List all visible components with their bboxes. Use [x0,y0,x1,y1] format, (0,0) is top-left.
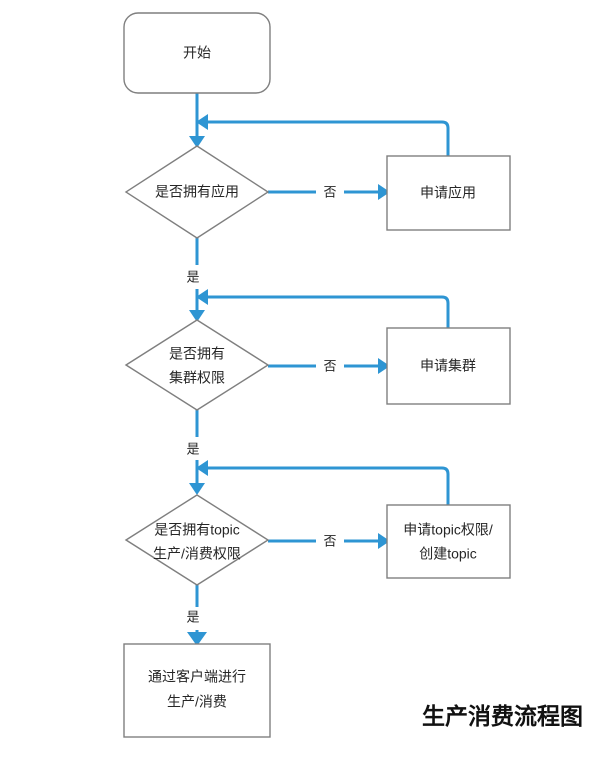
diagram-caption: 生产消费流程图 [422,703,583,729]
node-has-cluster[interactable]: 是否拥有 集群权限 [124,319,270,411]
node-apply-topic-label-line2: 创建topic [419,546,477,562]
node-start-shape[interactable] [123,12,271,94]
edge-label-no-2: 否 [323,358,336,373]
node-has-topic-label-line1: 是否拥有topic [154,522,240,538]
edge-start-to-has-app [189,93,205,148]
edge-label-no-1: 否 [323,184,336,199]
node-apply-cluster-shape[interactable] [386,327,511,405]
node-apply-app-label: 申请应用 [420,185,476,201]
arrowhead-right-icon [378,358,390,374]
edge-has-cluster-no: 否 [268,358,390,374]
node-has-app[interactable]: 是否拥有应用 [124,145,270,239]
arrowhead-left-icon [196,289,208,305]
node-has-cluster-label-line1: 是否拥有 [169,346,225,362]
edge-has-app-yes: 是 [186,238,205,322]
node-has-app-shape[interactable] [124,145,270,239]
arrowhead-down-icon [187,632,207,646]
node-apply-topic-shape[interactable] [386,504,511,579]
node-use-client[interactable]: 通过客户端进行 生产/消费 [123,643,271,738]
edge-line-segment [208,120,450,156]
node-use-client-label-line2: 生产/消费 [167,694,227,710]
arrowhead-left-icon [196,460,208,476]
node-apply-app[interactable]: 申请应用 [386,155,511,231]
node-apply-cluster[interactable]: 申请集群 [386,327,511,405]
node-start[interactable]: 开始 [123,12,271,94]
node-has-topic[interactable]: 是否拥有topic 生产/消费权限 [124,494,270,586]
node-has-app-label: 是否拥有应用 [155,184,239,200]
edge-label-yes-2: 是 [186,441,199,456]
arrowhead-down-icon [189,483,205,495]
arrowhead-down-icon [189,136,205,148]
node-apply-cluster-label: 申请集群 [420,358,476,374]
node-apply-topic[interactable]: 申请topic权限/ 创建topic [386,504,511,579]
node-has-cluster-shape[interactable] [124,319,270,411]
edge-apply-topic-return [196,460,450,505]
edge-has-topic-yes: 是 [186,585,207,646]
arrowhead-down-icon [189,310,205,322]
arrowhead-right-icon [378,533,390,549]
node-has-topic-shape[interactable] [124,494,270,586]
node-apply-app-shape[interactable] [386,155,511,231]
edge-apply-app-return [196,114,450,156]
edge-line-segment [208,466,450,505]
node-has-topic-label-line2: 生产/消费权限 [153,546,241,562]
arrowhead-right-icon [378,184,390,200]
arrowhead-left-icon [196,114,208,130]
edge-apply-cluster-return [196,289,450,328]
node-apply-topic-label-line1: 申请topic权限/ [403,522,493,538]
node-use-client-shape[interactable] [123,643,271,738]
edge-line-segment [208,295,450,328]
node-start-label: 开始 [183,45,211,61]
edge-has-cluster-yes: 是 [186,410,205,495]
node-has-cluster-label-line2: 集群权限 [169,370,225,386]
edge-label-yes-3: 是 [186,609,199,624]
edge-has-topic-no: 否 [268,533,390,549]
edge-has-app-no: 否 [268,184,390,200]
edge-label-no-3: 否 [323,533,336,548]
edge-label-yes-1: 是 [186,269,199,284]
node-use-client-label-line1: 通过客户端进行 [148,669,246,685]
